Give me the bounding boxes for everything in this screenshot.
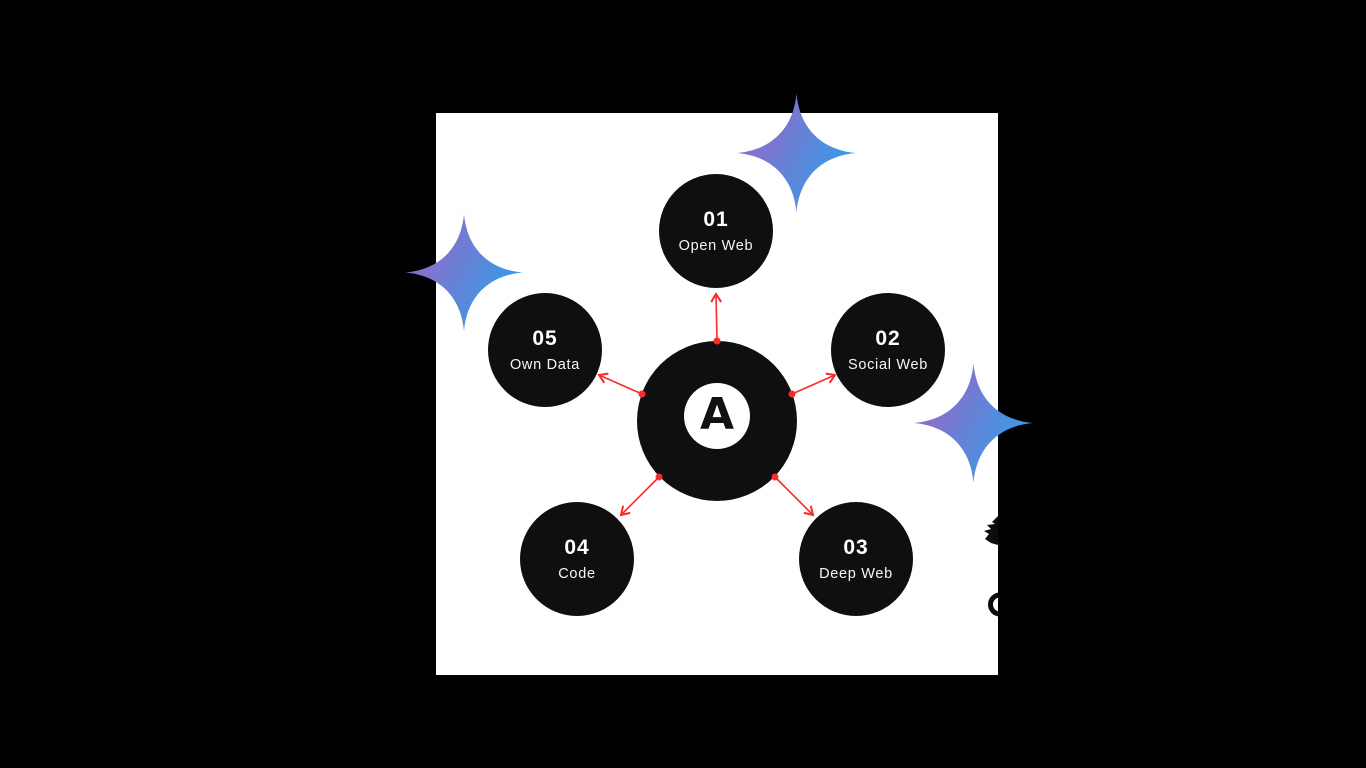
node-number: 01: [703, 207, 729, 231]
node-social-web: 02 Social Web: [831, 293, 945, 407]
connector-to-social-web: [791, 372, 837, 395]
sparkle-right-icon: [914, 363, 1033, 483]
node-number: 03: [843, 535, 869, 559]
connector-to-deep-web: [774, 476, 815, 517]
node-number: 05: [532, 326, 558, 350]
sparkle-top-icon: [737, 93, 856, 213]
node-label: Open Web: [678, 237, 754, 254]
node-number: 04: [564, 535, 590, 559]
design-canvas: A 01 Open Web 02 Social Web 03 Deep Web …: [436, 113, 998, 675]
node-open-web: 01 Open Web: [659, 174, 773, 288]
node-code: 04 Code: [520, 502, 634, 616]
sparkle-left-icon: [405, 214, 523, 331]
node-label: Own Data: [509, 356, 581, 373]
node-own-data: 05 Own Data: [488, 293, 602, 407]
node-deep-web: 03 Deep Web: [799, 502, 913, 616]
connector-lines: [597, 292, 837, 517]
node-label: Deep Web: [819, 565, 893, 582]
node-label: Code: [558, 565, 596, 582]
center-node-letter: A: [699, 389, 735, 440]
connector-to-own-data: [597, 372, 643, 395]
connector-to-code: [619, 476, 660, 517]
center-node: A: [637, 341, 797, 501]
node-label: Social Web: [847, 356, 929, 373]
clipped-letter-glyph: [988, 592, 998, 617]
node-number: 02: [875, 326, 901, 350]
center-node-badge: A: [684, 383, 750, 449]
connector-origin-dots: [638, 337, 796, 481]
connector-to-open-web: [710, 292, 723, 342]
clipped-silhouette-glyph: [984, 516, 998, 545]
